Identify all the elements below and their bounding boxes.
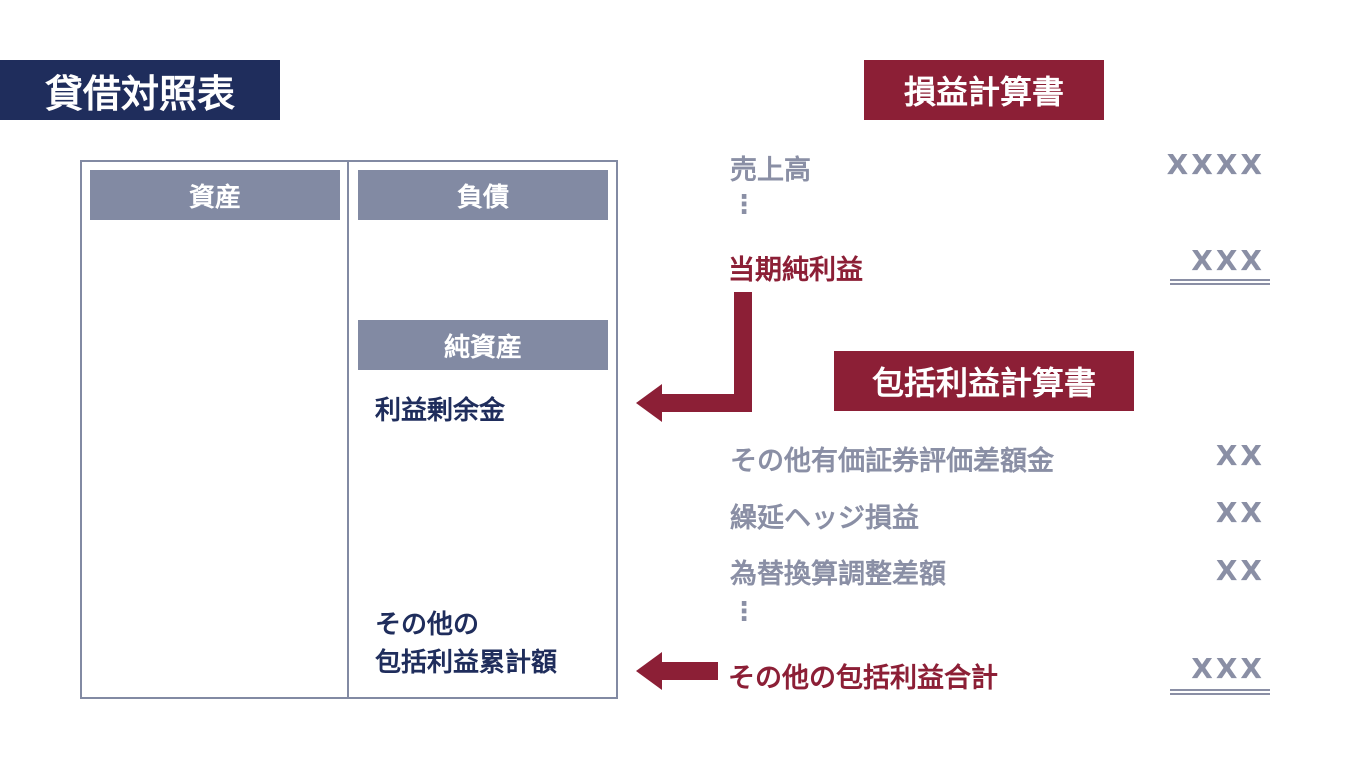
- balance-sheet-title: 貸借対照表: [0, 60, 280, 120]
- aoci-label: その他の 包括利益累計額: [375, 606, 557, 682]
- ci-item-label: 繰延ヘッジ損益: [730, 503, 919, 534]
- ci-item-label: 為替換算調整差額: [730, 559, 946, 590]
- oci-total-value: XXX: [1191, 652, 1265, 685]
- oci-arrow-icon: [636, 652, 718, 690]
- ci-item-value: XX: [1215, 554, 1265, 587]
- net-income-label: 当期純利益: [728, 255, 863, 286]
- ci-item-value: XX: [1215, 496, 1265, 529]
- balance-sheet-box: [80, 160, 618, 699]
- aoci-label-line2: 包括利益累計額: [375, 648, 558, 678]
- ci-item-label: その他有価証券評価差額金: [730, 446, 1054, 477]
- ci-item-value: XX: [1215, 439, 1265, 472]
- net-income-value: XXX: [1191, 244, 1265, 277]
- liabilities-header: 負債: [358, 170, 608, 220]
- income-statement-title: 損益計算書: [864, 60, 1104, 120]
- sales-value: XXXX: [1166, 148, 1265, 181]
- net-income-arrow-icon: [636, 292, 752, 422]
- aoci-label-line1: その他の: [375, 610, 480, 640]
- oci-total-label: その他の包括利益合計: [728, 663, 998, 694]
- net-assets-header: 純資産: [358, 320, 608, 370]
- net-income-double-underline: [1170, 279, 1270, 285]
- sales-label: 売上高: [730, 155, 811, 186]
- oci-total-double-underline: [1170, 689, 1270, 695]
- balance-sheet-divider: [347, 160, 349, 699]
- comprehensive-income-title: 包括利益計算書: [834, 351, 1134, 411]
- assets-header: 資産: [90, 170, 340, 220]
- retained-earnings-label: 利益剰余金: [375, 396, 506, 426]
